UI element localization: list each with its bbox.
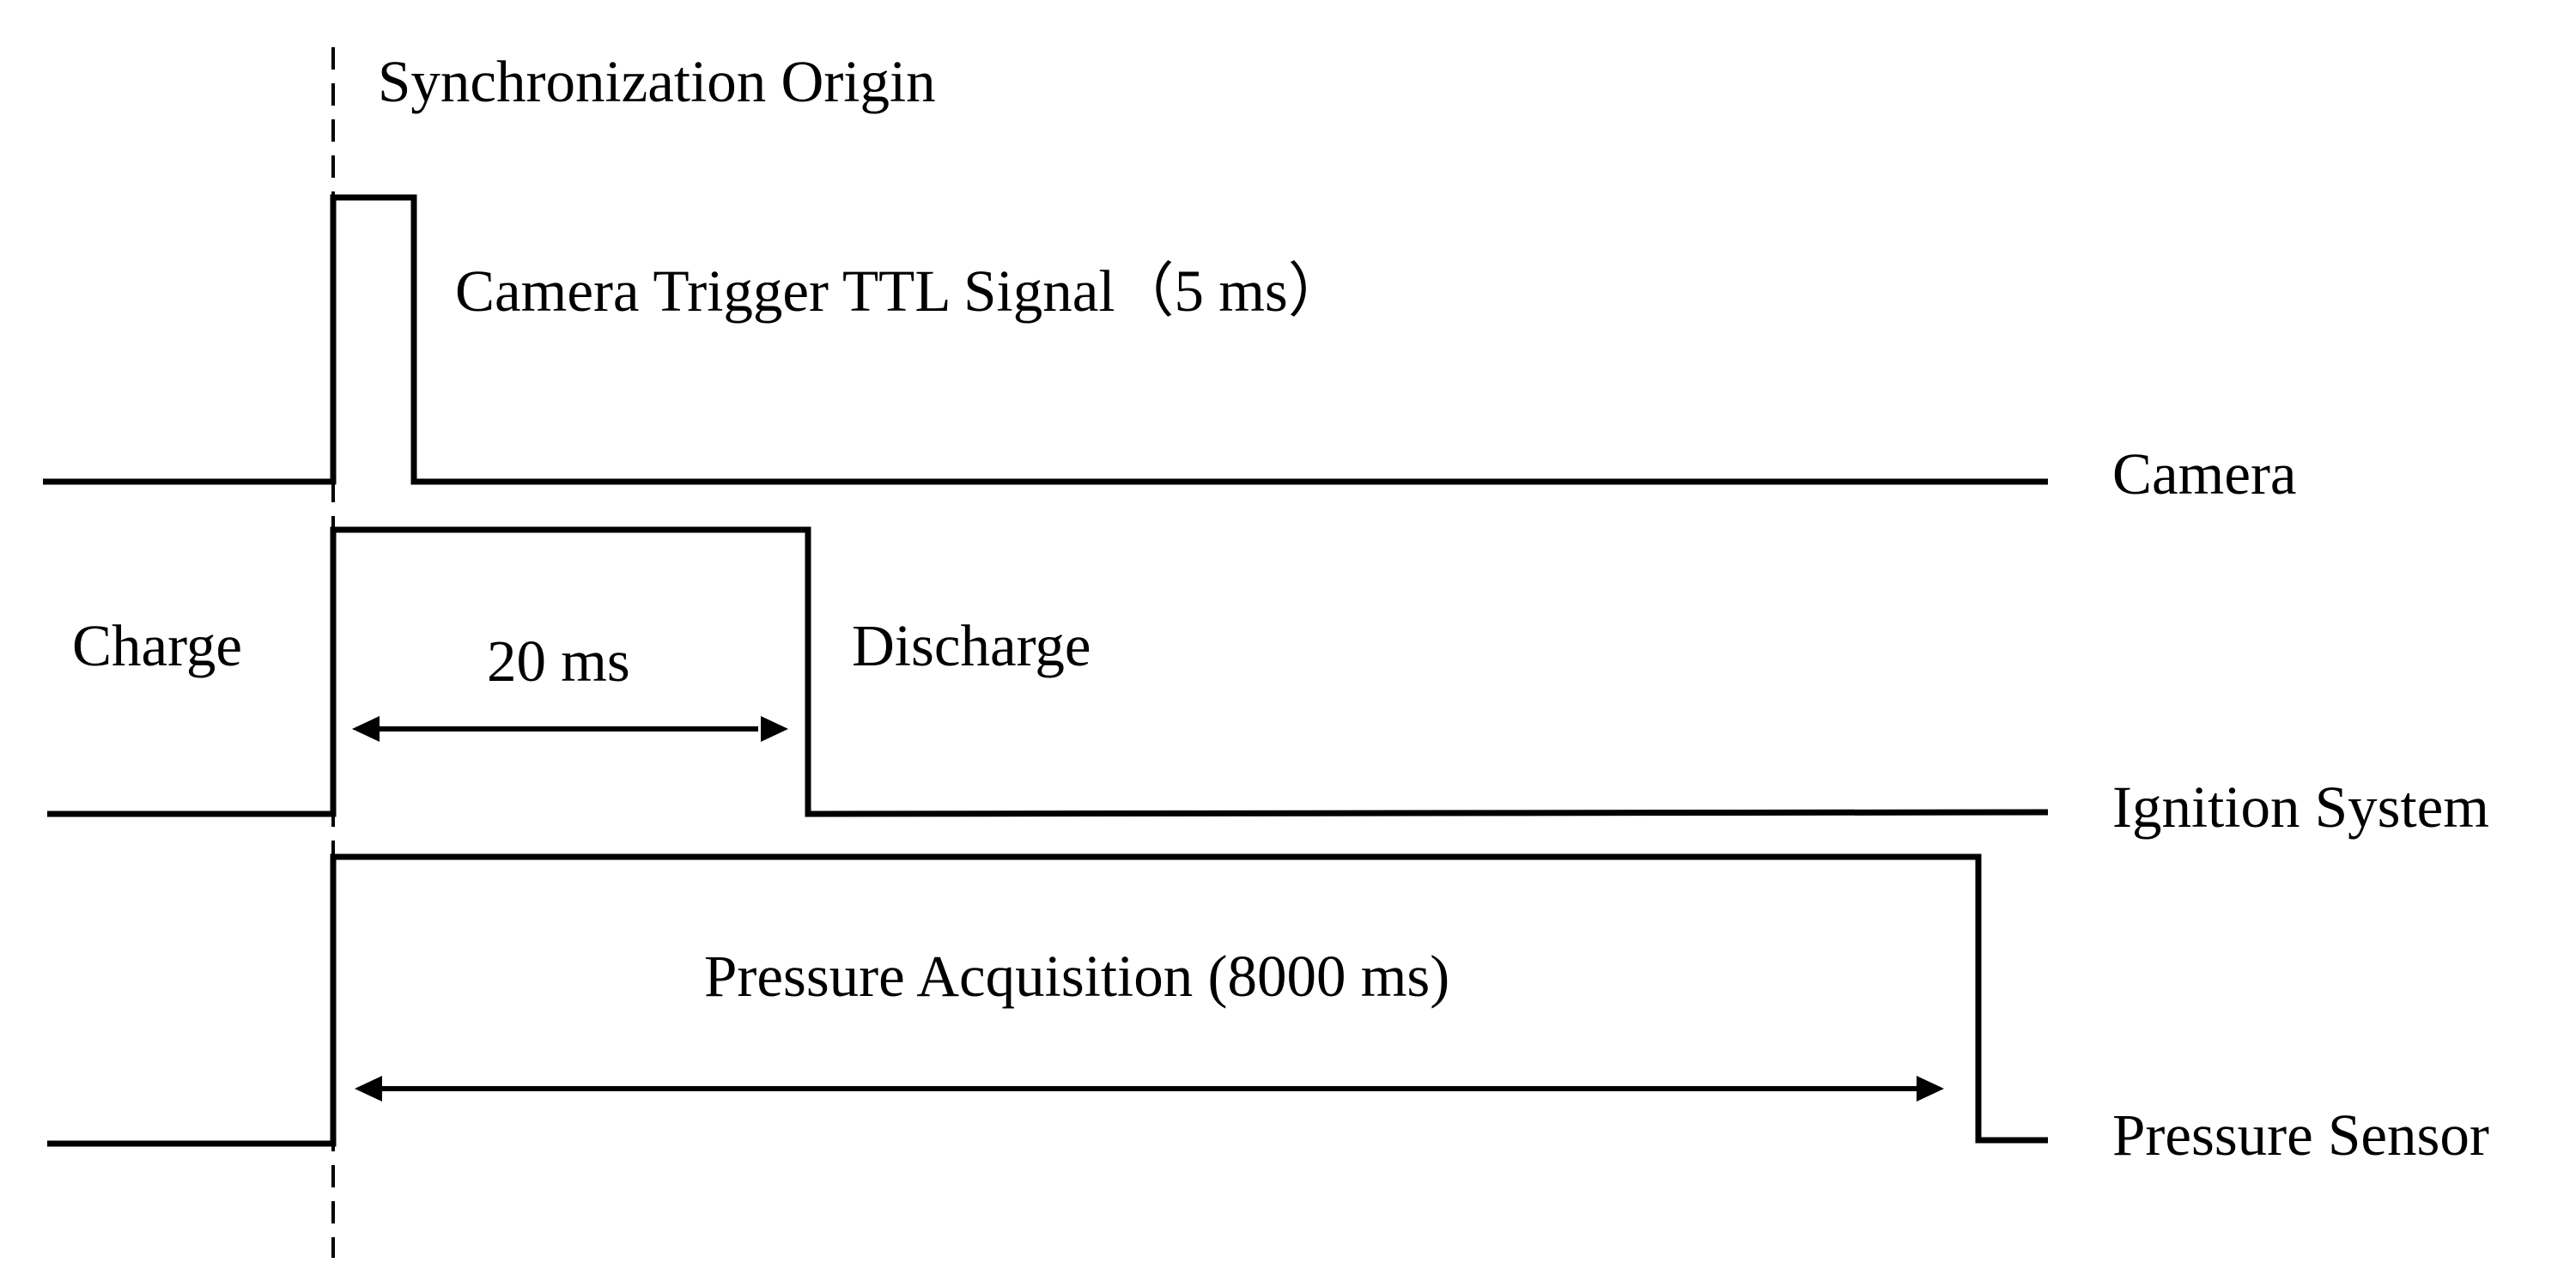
pressure-sensor-waveform (47, 853, 2048, 1147)
ignition-duration-label: 20 ms (487, 628, 630, 694)
camera-waveform (43, 194, 2048, 485)
sync-origin-label: Synchronization Origin (378, 49, 936, 114)
camera-trigger-label: Camera Trigger TTL Signal（5 ms） (455, 258, 1347, 324)
ignition-duration-arrow (352, 716, 788, 742)
pressure-acquisition-arrow (355, 1076, 1944, 1102)
ignition-waveform (47, 526, 2049, 817)
signal-label-ignition-system: Ignition System (2112, 774, 2489, 840)
signal-label-camera: Camera (2112, 441, 2297, 507)
signal-label-pressure-sensor: Pressure Sensor (2112, 1102, 2489, 1168)
discharge-label: Discharge (852, 613, 1091, 678)
charge-label: Charge (72, 613, 242, 678)
pressure-acquisition-label: Pressure Acquisition (8000 ms) (704, 944, 1449, 1009)
